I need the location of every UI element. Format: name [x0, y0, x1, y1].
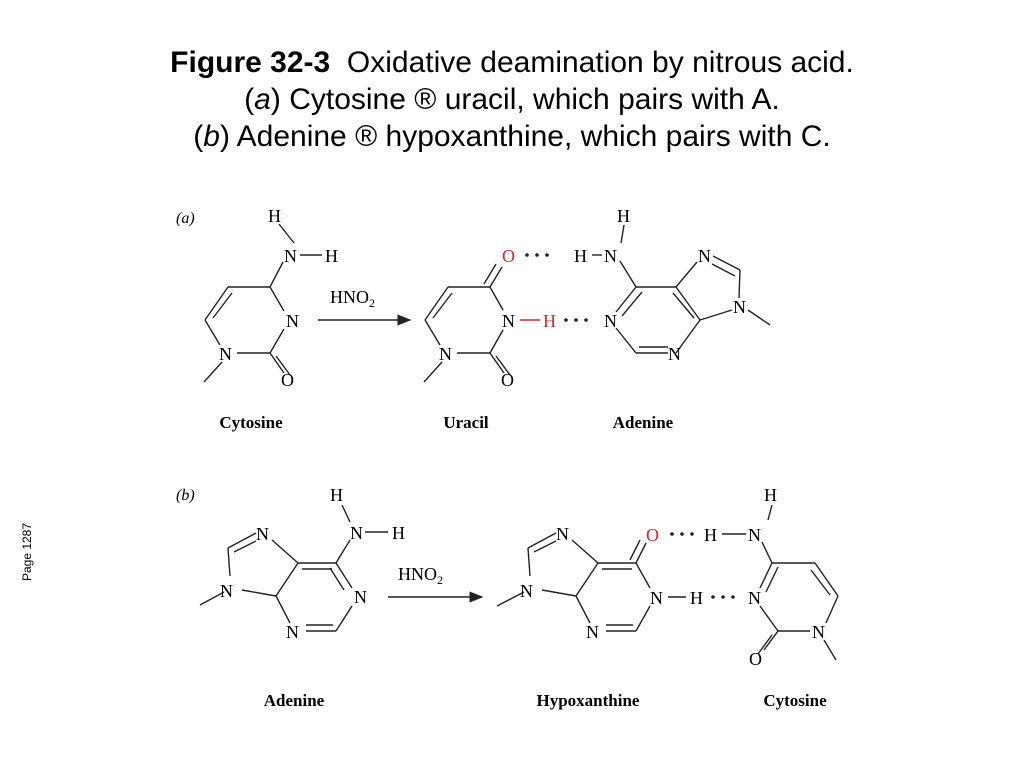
- atom-o-highlight: O: [646, 525, 659, 545]
- atom-n: N: [286, 622, 299, 642]
- atom-h: H: [574, 246, 587, 266]
- adenine-partner-structure: [592, 224, 771, 354]
- cytosine-partner-atoms: H N H N N O: [704, 485, 825, 669]
- atom-h-highlight: H: [543, 311, 556, 331]
- uracil-structure: [423, 263, 540, 383]
- cytosine-reactant-atoms: H N H N N O: [219, 206, 338, 390]
- reagent-hno2: HNO2: [398, 564, 443, 587]
- atom-n: N: [604, 246, 617, 266]
- figure-caption: Figure 32-3 Oxidative deamination by nit…: [0, 44, 1024, 155]
- atom-n: N: [350, 523, 363, 543]
- cytosine-partner-structure: [722, 504, 839, 661]
- hydrogen-bonds-a: [525, 253, 588, 322]
- atom-n: N: [284, 246, 297, 266]
- atom-n: N: [812, 622, 825, 642]
- atom-h: H: [325, 246, 338, 266]
- caption-title: Oxidative deamination by nitrous acid.: [346, 46, 854, 79]
- atom-o-highlight: O: [502, 246, 515, 266]
- caption-line-3: (b) Adenine ® hypoxanthine, which pairs …: [193, 120, 831, 153]
- hypoxanthine-atoms: O N N H N N: [520, 524, 703, 642]
- part-a-label: a: [254, 83, 271, 116]
- reaction-arrow-a: HNO2: [318, 287, 412, 326]
- caption-line-1: Figure 32-3 Oxidative deamination by nit…: [0, 44, 1024, 81]
- atom-n: N: [439, 344, 452, 364]
- caption-cytosine: Cytosine: [219, 413, 283, 432]
- panel-b-label: (b): [176, 487, 195, 504]
- reagent-hno2: HNO2: [330, 287, 375, 310]
- caption-adenine: Adenine: [264, 691, 325, 710]
- atom-n: N: [733, 297, 746, 317]
- atom-o: O: [281, 370, 294, 390]
- atom-n: N: [650, 588, 663, 608]
- atom-n: N: [748, 588, 761, 608]
- caption-line-2: (a) Cytosine ® uracil, which pairs with …: [244, 83, 780, 116]
- atom-n: N: [520, 581, 533, 601]
- atom-n: N: [286, 311, 299, 331]
- atom-h: H: [704, 525, 717, 545]
- atom-h: H: [268, 206, 281, 226]
- figure-label: Figure 32-3: [170, 46, 331, 79]
- atom-n: N: [354, 587, 367, 607]
- atom-n: N: [220, 581, 233, 601]
- caption-uracil: Uracil: [443, 413, 489, 432]
- adenine-reactant-atoms: H N H N N N N: [220, 485, 405, 642]
- caption-part-b: Adenine ® hypoxanthine, which pairs with…: [229, 120, 831, 153]
- adenine-partner-atoms: H N H N N N N: [574, 206, 746, 364]
- atom-n: N: [698, 246, 711, 266]
- atom-n: N: [668, 344, 681, 364]
- atom-n: N: [256, 524, 269, 544]
- atom-h: H: [392, 523, 405, 543]
- atom-n: N: [556, 524, 569, 544]
- atom-n: N: [604, 311, 617, 331]
- caption-part-a: Cytosine ® uracil, which pairs with A.: [280, 83, 780, 116]
- atom-h: H: [690, 588, 703, 608]
- atom-n: N: [219, 344, 232, 364]
- atom-h: H: [617, 206, 630, 226]
- caption-adenine: Adenine: [613, 413, 674, 432]
- adenine-reactant-structure: [199, 504, 388, 632]
- uracil-atoms: O N H N O: [439, 246, 556, 390]
- caption-hypoxanthine: Hypoxanthine: [537, 691, 640, 710]
- atom-n: N: [586, 622, 599, 642]
- part-b-label: b: [203, 120, 220, 153]
- panel-a-label: (a): [176, 210, 195, 227]
- hydrogen-bonds-b: [670, 532, 735, 599]
- caption-cytosine: Cytosine: [763, 691, 827, 710]
- atom-o: O: [501, 370, 514, 390]
- atom-n: N: [748, 525, 761, 545]
- hypoxanthine-structure: [496, 532, 686, 632]
- atom-h: H: [764, 485, 777, 505]
- atom-o: O: [749, 649, 762, 669]
- reaction-arrow-b: HNO2: [388, 564, 484, 603]
- atom-h: H: [330, 485, 343, 505]
- cytosine-reactant-structure: [203, 223, 322, 383]
- atom-n: N: [502, 311, 515, 331]
